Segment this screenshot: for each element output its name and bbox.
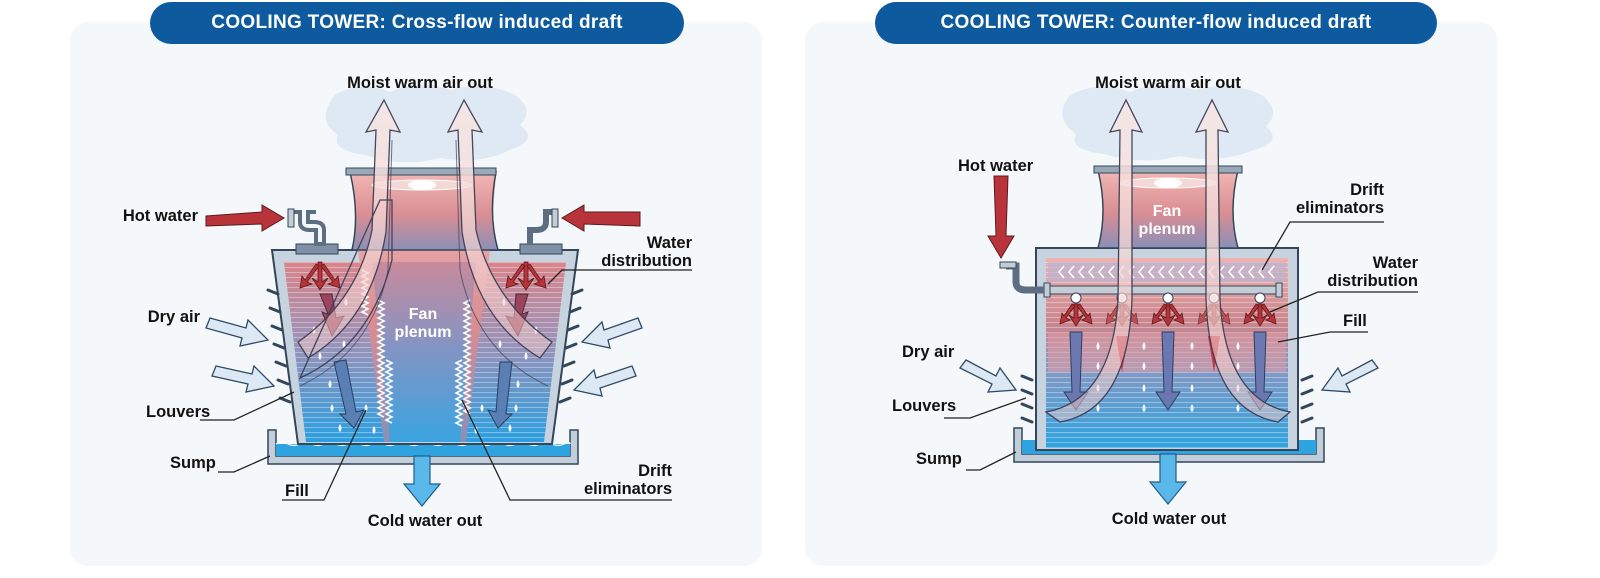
counterflow-louvers-label: Louvers	[892, 397, 957, 415]
crossflow-water-distribution-label: Water distribution	[601, 234, 692, 270]
crossflow-tower	[200, 84, 692, 507]
crossflow-dry-air-label: Dry air	[147, 308, 200, 326]
crossflow-title: COOLING TOWER: Cross-flow induced draft	[150, 2, 684, 44]
counterflow-water-distribution-label: Water distribution	[1327, 254, 1418, 290]
counterflow-tower	[944, 84, 1418, 505]
crossflow-fill-label: Fill	[285, 482, 309, 500]
counterflow-fan-plenum-label: Fan plenum	[1138, 203, 1196, 238]
crossflow-sump-label: Sump	[170, 454, 216, 472]
crossflow-hot-water-label: Hot water	[122, 207, 198, 225]
crossflow-drift-eliminators-label: Drift eliminators	[583, 462, 672, 498]
crossflow-moist-air-label: Moist warm air out	[347, 74, 493, 92]
counterflow-cold-water-label: Cold water out	[1111, 510, 1227, 528]
crossflow-louvers-label: Louvers	[146, 403, 211, 421]
counterflow-sump-label: Sump	[916, 450, 962, 468]
crossflow-cold-water-label: Cold water out	[367, 512, 483, 530]
counterflow-title: COOLING TOWER: Counter-flow induced draf…	[875, 2, 1437, 44]
counterflow-dry-air-label: Dry air	[902, 343, 955, 361]
counterflow-hot-water-label: Hot water	[958, 157, 1034, 175]
crossflow-fan-plenum-label: Fan plenum	[394, 306, 452, 341]
counterflow-moist-air-label: Moist warm air out	[1095, 74, 1241, 92]
counterflow-fill-label: Fill	[1343, 312, 1367, 330]
counterflow-drift-eliminators-label: Drift eliminators	[1295, 181, 1384, 217]
